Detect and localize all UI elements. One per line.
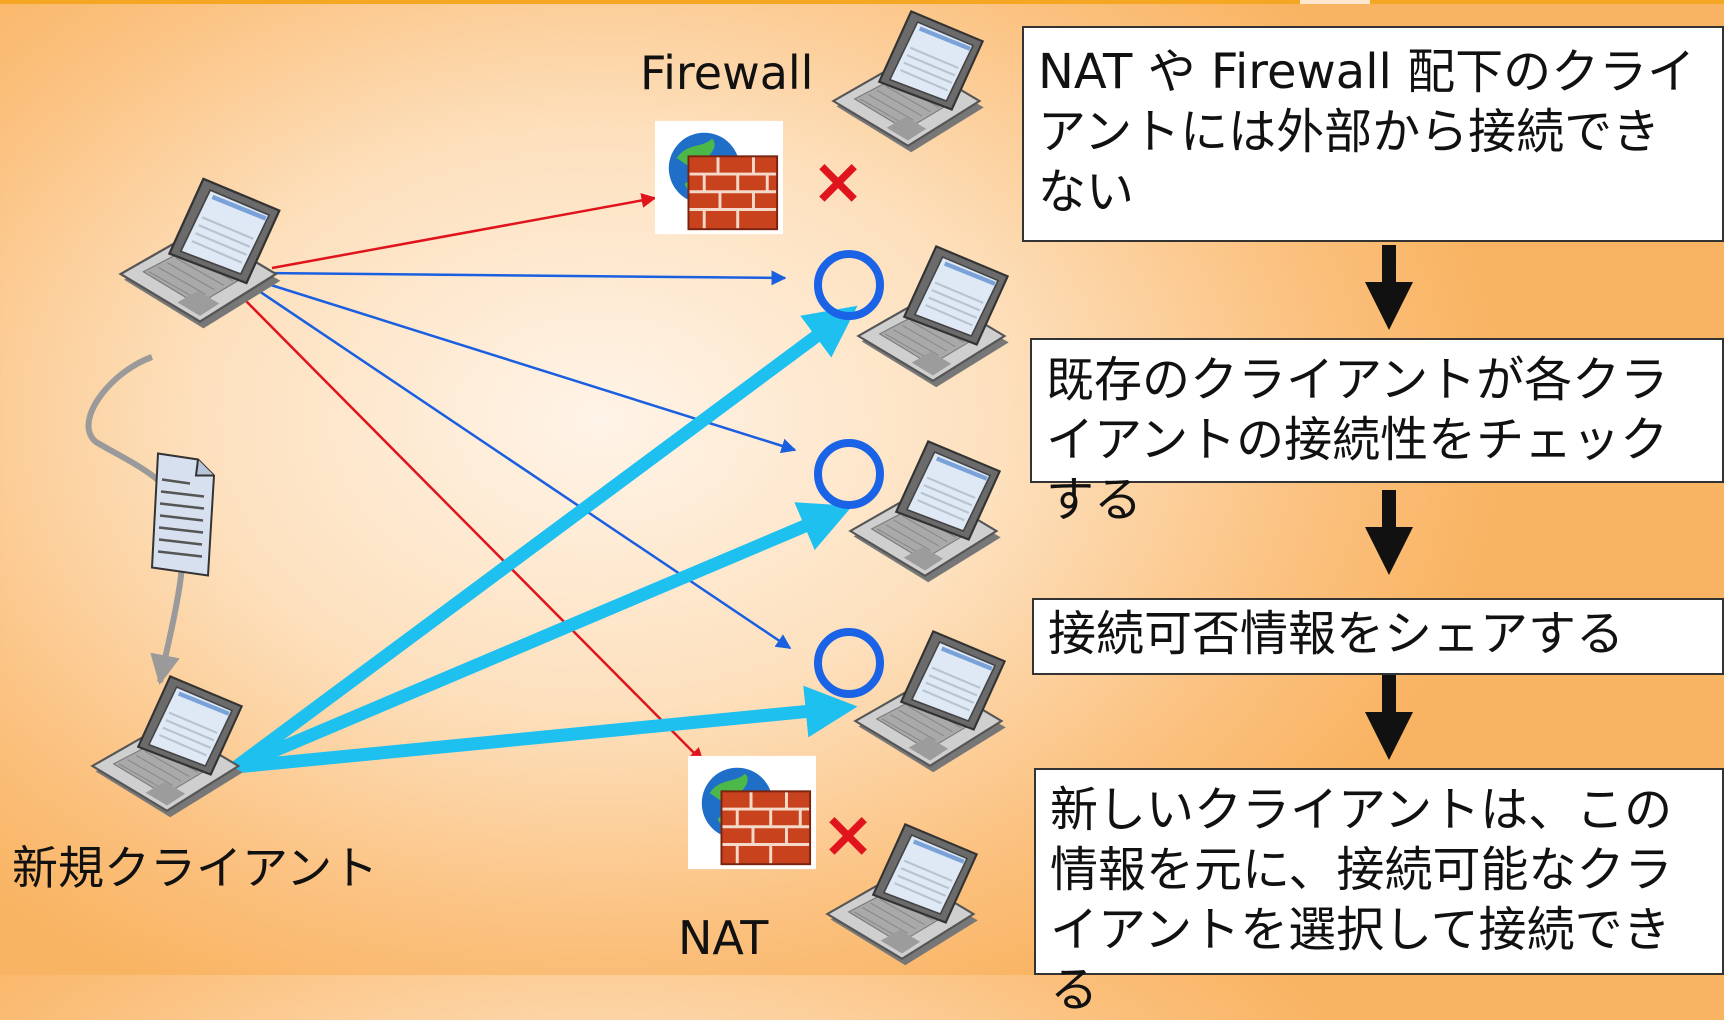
- flow-arrow-2: [1365, 490, 1413, 575]
- document-icon: [150, 452, 216, 577]
- firewall-label: Firewall: [640, 46, 814, 100]
- reachable-circle-2: [814, 439, 884, 509]
- step-1-box: NAT や Firewall 配下のクライアントには外部から接続できない: [1022, 26, 1724, 242]
- connect-arrow-client-1: [232, 305, 858, 773]
- step-2-box: 既存のクライアントが各クライアントの接続性をチェックする: [1030, 338, 1724, 528]
- flow-arrow-1: [1365, 245, 1413, 330]
- blocked-mark-firewall: ×: [811, 145, 865, 219]
- blocked-mark-nat: ×: [821, 798, 875, 872]
- reachable-circle-1: [814, 250, 884, 320]
- flow-arrows: [1365, 245, 1413, 760]
- check-arrow-firewall: [271, 193, 657, 270]
- check-arrow-client-1: [259, 270, 787, 286]
- reachable-client-1-laptop-icon: [858, 246, 1008, 387]
- new-client-laptop-icon: [92, 676, 242, 817]
- top-accent-gap: [1300, 0, 1370, 4]
- step-4-box: 新しいクライアントは、この情報を元に、接続可能なクライアントを選択して接続できる: [1034, 768, 1724, 1018]
- reachable-client-2-laptop-icon: [850, 441, 1000, 582]
- check-arrow-client-3: [249, 283, 792, 650]
- connect-arrow-client-3: [235, 685, 858, 774]
- firewall-client-laptop-icon: [833, 11, 983, 152]
- check-arrow-client-2: [254, 278, 797, 454]
- step-3-box: 接続可否情報をシェアする: [1032, 598, 1724, 675]
- top-accent-bar: [0, 0, 1724, 4]
- nat-label: NAT: [678, 911, 769, 965]
- flow-arrow-3: [1365, 675, 1413, 760]
- nat-firewall-icon: [688, 755, 816, 870]
- firewall-icon: [655, 120, 783, 235]
- new-client-label: 新規クライアント: [12, 841, 379, 895]
- network-diagram: × ×: [85, 0, 1413, 975]
- check-arrow-nat: [244, 299, 705, 764]
- reachable-circle-3: [814, 628, 884, 698]
- distribution-curve-arrow: [85, 354, 187, 685]
- existing-client-laptop-icon: [121, 179, 281, 329]
- connect-arrow-client-2: [233, 502, 853, 773]
